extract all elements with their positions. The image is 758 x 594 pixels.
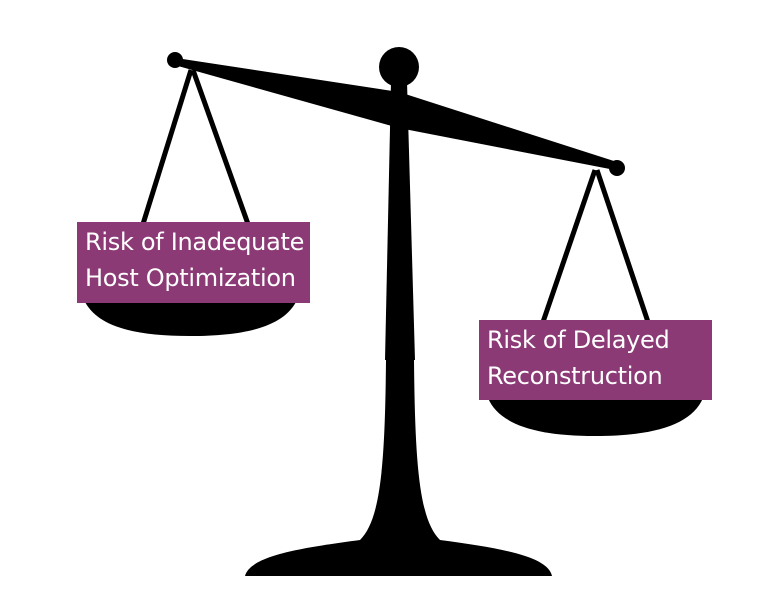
right-pan-string xyxy=(594,169,651,323)
left-pan-label: Risk of Inadequate Host Optimization xyxy=(77,222,310,303)
left-pan-label-line: Host Optimization xyxy=(85,264,296,292)
left-pan-string xyxy=(190,69,251,225)
beam-left-end xyxy=(167,52,183,68)
right-pan-bowl xyxy=(488,398,703,436)
scale-pillar xyxy=(385,82,415,360)
scale-base xyxy=(245,360,552,576)
right-pan-label-line: Risk of Delayed xyxy=(487,326,670,354)
left-pan-string xyxy=(140,69,194,225)
left-pan-bowl xyxy=(84,300,297,336)
scale-top-knob xyxy=(379,47,419,87)
right-pan-label-line: Reconstruction xyxy=(487,362,663,390)
right-pan-string xyxy=(540,169,598,323)
beam-right-end xyxy=(609,160,625,176)
left-pan-label-line: Risk of Inadequate xyxy=(85,228,305,256)
scale-beam xyxy=(176,58,617,170)
right-pan-label: Risk of Delayed Reconstruction xyxy=(479,320,712,400)
